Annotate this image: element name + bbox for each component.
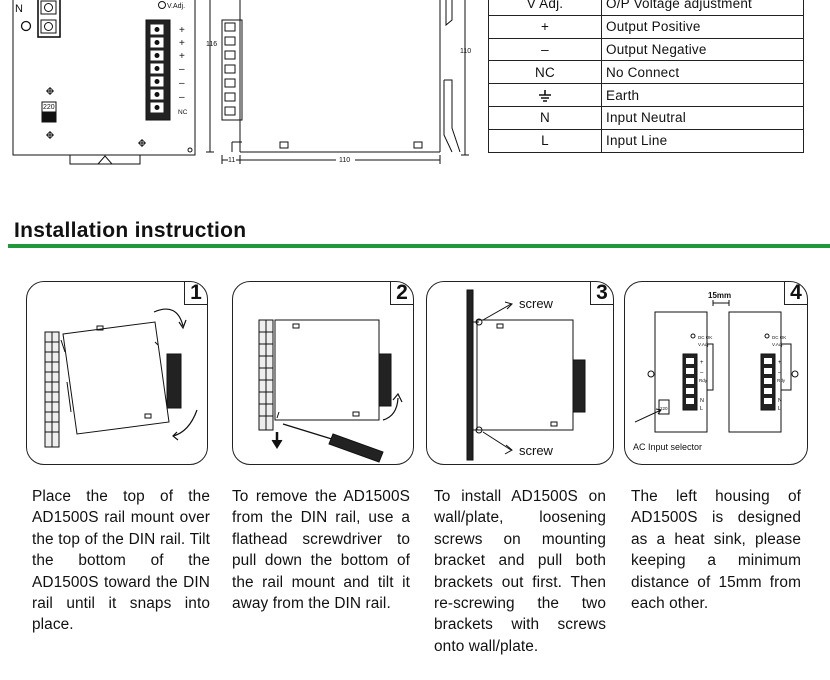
minus-label-3: –: [179, 92, 185, 103]
plus-label-3: +: [179, 51, 185, 62]
section-title: Installation instruction: [14, 219, 247, 242]
step-2-illustration: [258, 319, 403, 463]
v-adj-label: V.Adj.: [167, 3, 185, 10]
dim-110-vertical-label: 110: [460, 48, 471, 55]
minus-label: –: [700, 370, 704, 376]
l-label-right: L: [778, 406, 781, 412]
step-1-panel: 1: [26, 281, 208, 465]
table-row: L Input Line: [488, 128, 804, 153]
table-row: + Output Positive: [488, 14, 804, 39]
function-cell: Earth: [601, 83, 804, 107]
step-1-text: Place the top of the AD1500S rail mount …: [32, 488, 210, 634]
rdy-label: Rdy: [699, 378, 708, 383]
function-cell: Input Line: [601, 128, 804, 153]
dc-ok-label: DC OK: [698, 335, 712, 340]
v-adj-label: V.Adj.: [698, 342, 710, 347]
function-cell: O/P Voltage adjustment: [601, 0, 804, 16]
voltage-220-label: 220: [43, 104, 55, 111]
n-label-right: N: [778, 398, 782, 404]
pin-cell: [488, 83, 602, 107]
step-number: 1: [184, 282, 207, 305]
n-label: N: [15, 3, 23, 15]
step-3-panel: 3 screw screw: [426, 281, 614, 465]
plus-label-1: +: [179, 25, 185, 36]
step-4-text: The left housing of AD1500S is designed …: [631, 488, 801, 613]
n-label: N: [700, 398, 704, 404]
pin-cell: NC: [488, 60, 602, 85]
step-3-text: To install AD1500S on wall/plate, loosen…: [434, 488, 606, 655]
section-divider: [8, 244, 830, 248]
step-1-illustration: [44, 308, 198, 448]
step-number: 4: [784, 282, 807, 305]
table-row: – Output Negative: [488, 37, 804, 62]
minus-label-right: –: [778, 370, 782, 376]
table-row: V Adj. O/P Voltage adjustment: [488, 0, 804, 16]
table-row: NC No Connect: [488, 60, 804, 85]
pin-cell: –: [488, 37, 602, 62]
function-cell: Input Neutral: [601, 105, 804, 130]
voltage-220-label: 220: [660, 406, 668, 411]
ac-input-selector-label: AC Input selector: [633, 442, 702, 452]
v-adj-label-right: V.Adj.: [772, 342, 784, 347]
pin-assignment-table: V Adj. O/P Voltage adjustment + Output P…: [488, 0, 804, 153]
dim-110-horizontal-label: 110: [339, 157, 350, 164]
plus-label: +: [700, 360, 704, 366]
step-2-panel: 2: [232, 281, 414, 465]
plus-label-2: +: [179, 38, 185, 49]
earth-icon: [539, 90, 551, 102]
dim-11-label: 11: [228, 157, 235, 164]
screw-top-label: screw: [519, 296, 554, 311]
rdy-label-right: Rdy: [777, 378, 786, 383]
l-label: L: [700, 406, 703, 412]
gap-15mm-label: 15mm: [708, 291, 731, 300]
dim-116-label: 116: [206, 41, 217, 48]
pin-cell: L: [488, 128, 602, 153]
table-row: Earth: [488, 83, 804, 107]
step-2-text: To remove the AD1500S from the DIN rail,…: [232, 488, 410, 613]
plus-label-right: +: [778, 360, 782, 366]
table-row: N Input Neutral: [488, 105, 804, 130]
function-cell: Output Negative: [601, 37, 804, 62]
dimension-drawing: N V.Adj. + + + – – – NC 220 116 110 110 …: [12, 0, 471, 165]
pin-cell: V Adj.: [488, 0, 602, 16]
minus-label-1: –: [179, 64, 185, 75]
step-4-illustration: 15mm DC OK V.Adj. DC OK V.Adj. + – Rdy N…: [633, 291, 799, 452]
nc-label: NC: [178, 109, 188, 116]
function-cell: Output Positive: [601, 14, 804, 39]
screw-bottom-label: screw: [519, 443, 554, 458]
step-4-panel: 4 15m: [624, 281, 808, 465]
step-number: 2: [390, 282, 413, 305]
pin-cell: +: [488, 14, 602, 39]
minus-label-2: –: [179, 78, 185, 89]
step-number: 3: [590, 282, 613, 305]
pin-cell: N: [488, 105, 602, 130]
step-3-illustration: screw screw: [466, 289, 586, 461]
dc-ok-label-right: DC OK: [772, 335, 786, 340]
function-cell: No Connect: [601, 60, 804, 85]
